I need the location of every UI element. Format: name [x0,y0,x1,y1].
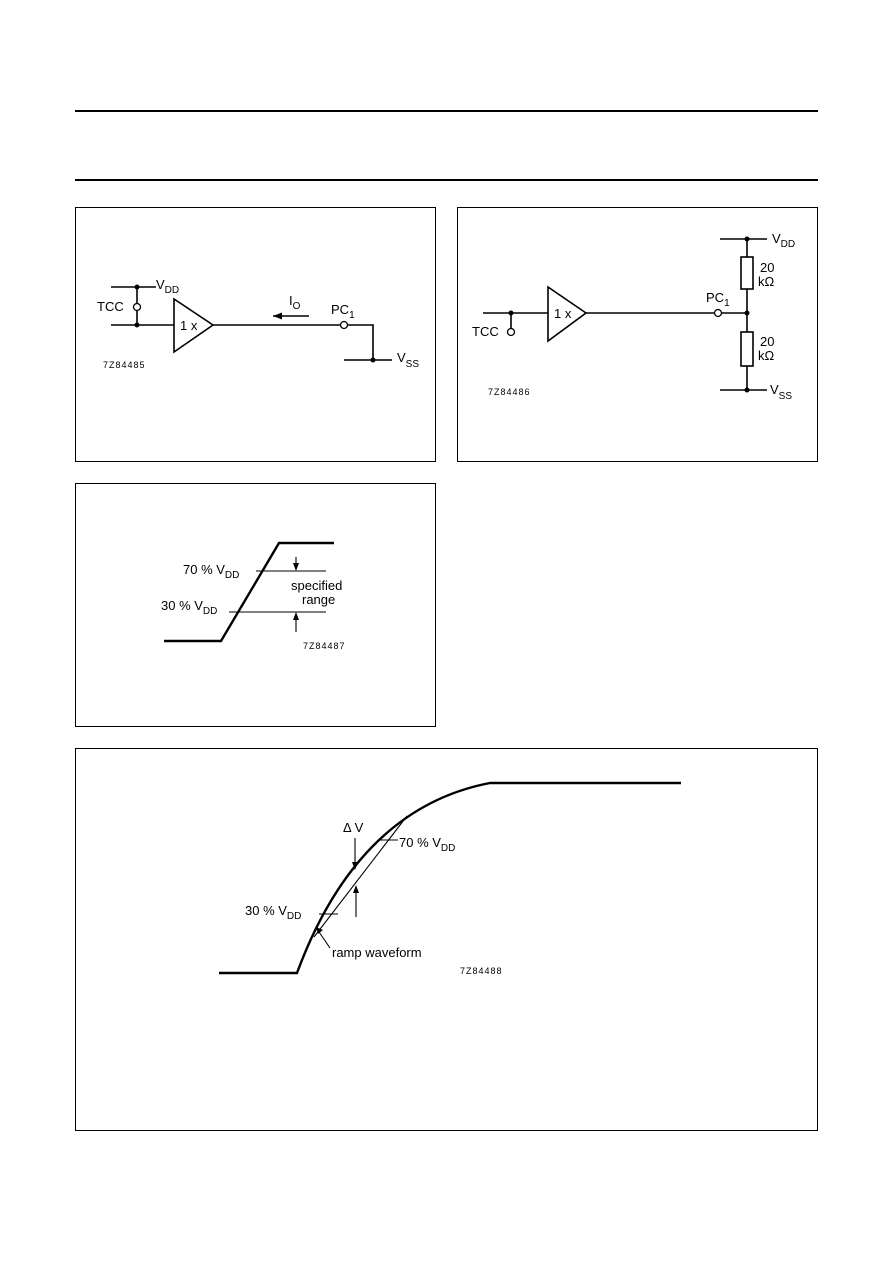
waveform-diagram-3: 70 % VDD 30 % VDD specified range 7Z8448… [161,541,346,651]
label-30-percent: 30 % VDD [245,903,301,922]
tcc-label: TCC [472,324,499,339]
waveform-diagram-4: Δ V 70 % VDD 30 % VDD ramp waveform 7Z84… [219,781,681,976]
r1-value-label: 20 [760,260,774,275]
vdd-label: VDD [156,277,179,296]
figure-output-current-circuit: VDD TCC 1 x IO PC1 VSS 7Z84485 [75,207,436,462]
range-arrowhead-top [293,563,299,571]
label-30-percent: 30 % VDD [161,598,217,617]
vss-label: VSS [770,382,792,402]
pc1-pin [713,308,723,318]
buffer-symbol [173,297,215,354]
r2-value-label: 20 [760,334,774,349]
figure-code: 7Z84487 [303,641,346,651]
figure-resistor-divider-circuit: TCC 1 x PC1 VDD 20 kΩ 20 kΩ VSS 7Z84486 [457,207,818,462]
current-arrowhead [273,312,282,320]
delta-v-arrowhead-top [352,862,358,870]
circuit-diagram-1: VDD TCC 1 x IO PC1 VSS 7Z84485 [97,277,419,370]
ramp-tangent-line [313,815,408,938]
vss-junction [744,387,750,393]
delta-v-label: Δ V [343,820,364,835]
header-rule-top [75,110,818,112]
header-rule-bottom [75,179,818,181]
resistor-top [740,256,754,290]
tcc-label: TCC [97,299,124,314]
pc1-label: PC1 [331,302,355,321]
figure-code: 7Z84486 [488,387,531,397]
circuit-diagram-2: TCC 1 x PC1 VDD 20 kΩ 20 kΩ VSS 7Z84486 [472,231,795,402]
io-label: IO [289,293,301,312]
specified-range-label-1: specified [291,578,342,593]
tcc-pin [506,327,516,337]
r2-unit-label: kΩ [758,348,775,363]
vdd-label: VDD [772,231,795,250]
figure-code: 7Z84488 [460,966,503,976]
label-70-percent: 70 % VDD [183,562,239,581]
tcc-pin [132,302,142,312]
ramp-label-arrowhead [316,927,323,934]
pc1-pin [339,320,349,330]
buffer-symbol [547,285,588,343]
label-70-percent: 70 % VDD [399,835,455,854]
figure-ramp-waveform: Δ V 70 % VDD 30 % VDD ramp waveform 7Z84… [75,748,818,1131]
buffer-label: 1 x [180,318,198,333]
vss-label: VSS [397,350,419,370]
figure-code: 7Z84485 [103,360,146,370]
delta-v-arrowhead-bottom [353,885,359,893]
range-arrowhead-bottom [293,612,299,620]
vss-junction [370,357,376,363]
figure-specified-range-waveform: 70 % VDD 30 % VDD specified range 7Z8448… [75,483,436,727]
pc1-ground-wire [347,324,374,360]
specified-range-label-2: range [302,592,335,607]
resistor-bottom [740,331,754,367]
ramp-waveform-label: ramp waveform [332,945,422,960]
pc1-label: PC1 [706,290,730,309]
r1-unit-label: kΩ [758,274,775,289]
ramp-waveform [164,541,334,643]
input-waveform-curve [219,781,681,975]
buffer-label: 1 x [554,306,572,321]
